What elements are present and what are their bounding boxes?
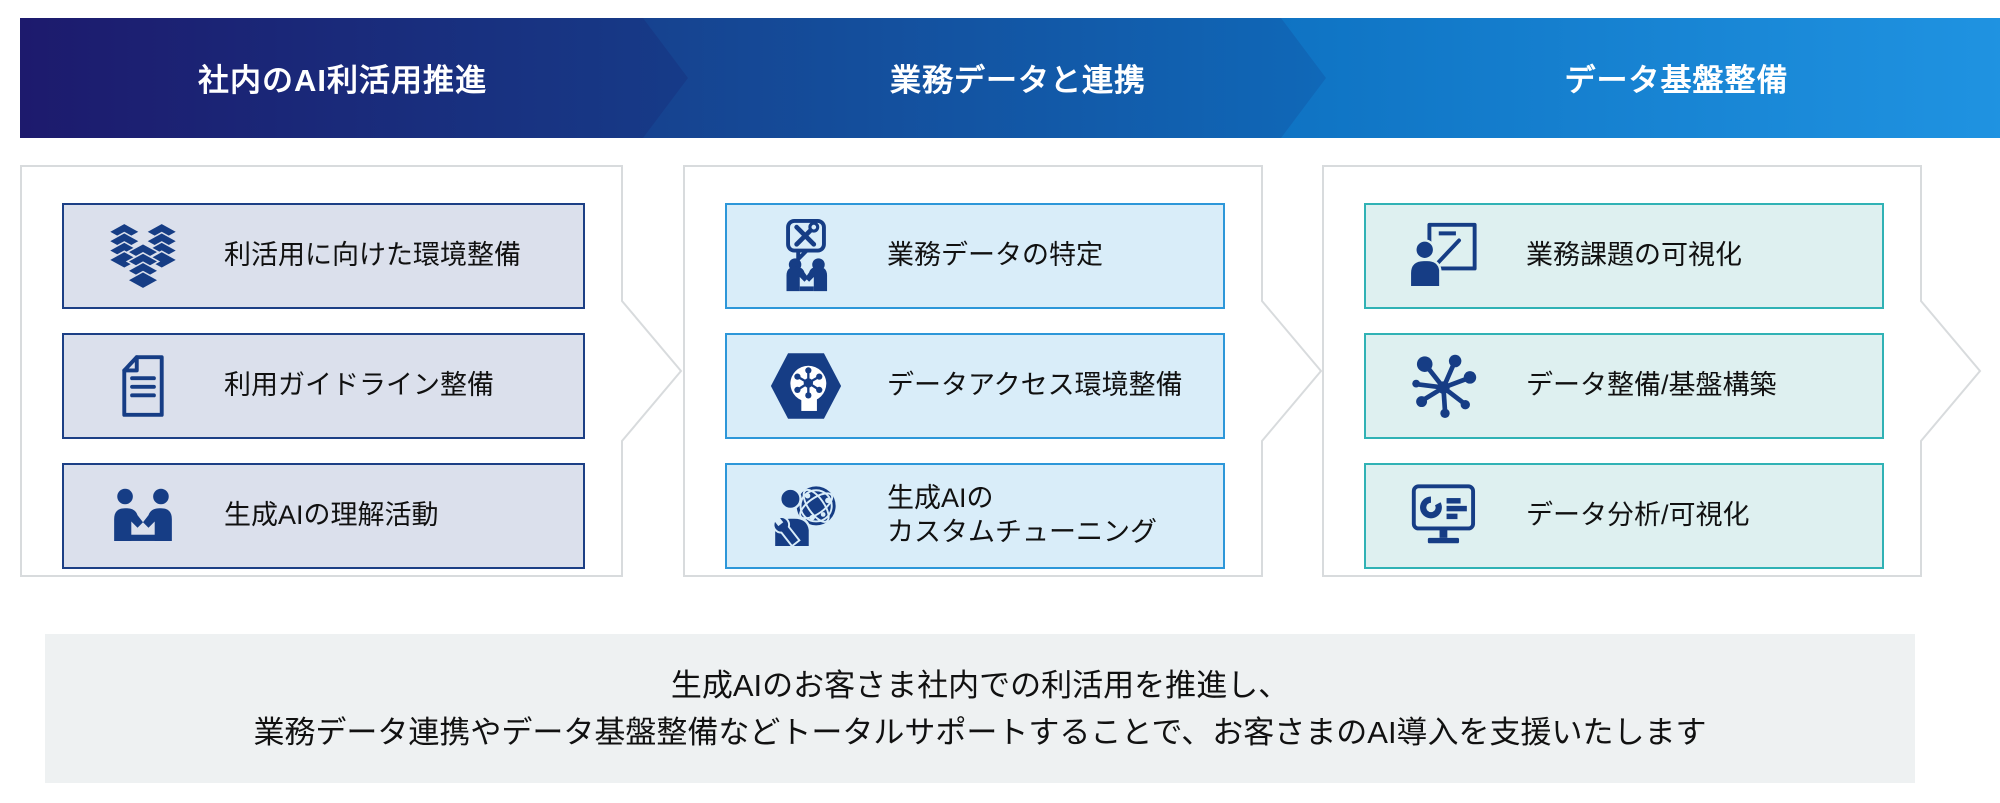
phase-banner-internal-ai-utilization: 社内のAI利活用推進 [20, 18, 710, 138]
item-label: 業務データの特定 [887, 240, 1103, 271]
person-globe-wrench-icon [765, 475, 847, 557]
item-label: 生成AIの カスタムチューニング [887, 483, 1157, 547]
summary-band: 生成AIのお客さま社内での利活用を推進し、 業務データ連携やデータ基盤整備などト… [45, 634, 1915, 783]
item-card: 業務データの特定 [725, 203, 1225, 309]
item-card: 利用ガイドライン整備 [62, 333, 585, 439]
monitor-analytics-icon [1404, 475, 1486, 557]
panel-internal-ai-utilization: 利活用に向けた環境整備 利用ガイドライン整備 [20, 165, 683, 577]
item-card: データ分析/可視化 [1364, 463, 1884, 569]
item-card: 生成AIの理解活動 [62, 463, 585, 569]
data-stacks-icon [102, 215, 184, 297]
phase-banner-data-platform: データ基盤整備 [1281, 18, 2000, 138]
item-card: データ整備/基盤構築 [1364, 333, 1884, 439]
summary-line-1: 生成AIのお客さま社内での利活用を推進し、 [670, 667, 1290, 703]
phase-title: 社内のAI利活用推進 [198, 62, 487, 98]
phase-title: データ基盤整備 [1564, 62, 1789, 98]
item-card: 業務課題の可視化 [1364, 203, 1884, 309]
panel-data-platform: 業務課題の可視化 [1322, 165, 1982, 577]
people-discussion-icon [102, 475, 184, 557]
summary-line-2: 業務データ連携やデータ基盤整備などトータルサポートすることで、お客さまのAI導入… [253, 714, 1707, 750]
phase-title: 業務データと連携 [890, 62, 1146, 98]
tools-speech-bubble-people-icon [765, 215, 847, 297]
item-card: 生成AIの カスタムチューニング [725, 463, 1225, 569]
guideline-document-icon [102, 345, 184, 427]
network-hub-icon [1404, 345, 1486, 427]
presenter-whiteboard-icon [1404, 215, 1486, 297]
item-card: データアクセス環境整備 [725, 333, 1225, 439]
item-card: 利活用に向けた環境整備 [62, 203, 585, 309]
item-label: データ分析/可視化 [1526, 500, 1750, 531]
phase-banner-business-data-linkage: 業務データと連携 [643, 18, 1393, 138]
item-label: データアクセス環境整備 [887, 370, 1183, 401]
item-label: データ整備/基盤構築 [1526, 370, 1777, 401]
item-label: 利用ガイドライン整備 [224, 370, 494, 401]
panel-business-data-linkage: 業務データの特定 [683, 165, 1323, 577]
item-label: 生成AIの理解活動 [224, 500, 439, 531]
item-label: 利活用に向けた環境整備 [224, 240, 521, 271]
ai-head-hexagon-icon [765, 345, 847, 427]
item-label: 業務課題の可視化 [1526, 240, 1742, 271]
